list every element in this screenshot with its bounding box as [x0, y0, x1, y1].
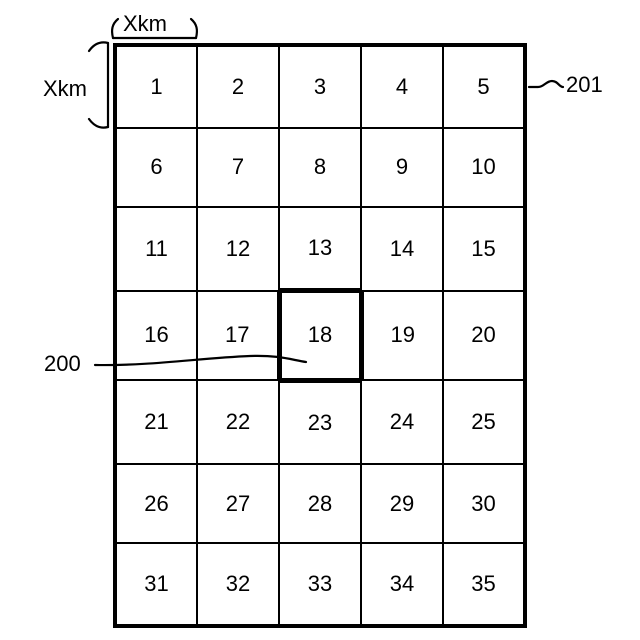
grid-cell-31[interactable]: 31	[114, 542, 198, 627]
grid-cell-20[interactable]: 20	[442, 289, 526, 382]
grid-cell-18-highlighted[interactable]: 18	[276, 288, 364, 383]
grid-cell-1[interactable]: 1	[114, 44, 198, 129]
grid-cell-label: 31	[144, 571, 169, 597]
grid-cell-14[interactable]: 14	[360, 205, 444, 292]
grid-cell-label: 35	[471, 571, 496, 597]
table-row: 21 22 23 24 25	[114, 379, 526, 466]
grid-cell-label: 21	[144, 409, 169, 435]
dimension-label-horizontal: Xkm	[123, 11, 167, 36]
reference-numeral-201: 201	[566, 72, 603, 97]
table-row: 11 12 13 14 15	[114, 205, 526, 292]
dimension-brace-horizontal-hook-right	[189, 17, 199, 40]
grid-cell-30[interactable]: 30	[442, 463, 526, 545]
grid-cell-13[interactable]: 13	[278, 205, 362, 292]
table-row: 26 27 28 29 30	[114, 463, 526, 545]
grid-cell-17[interactable]: 17	[196, 289, 280, 382]
dimension-brace-horizontal-hook-left	[110, 17, 120, 40]
grid-cell-11[interactable]: 11	[114, 205, 198, 292]
dimension-brace-vertical-hook-top	[87, 41, 110, 53]
grid-cell-label: 34	[389, 571, 415, 597]
grid-cell-19[interactable]: 19	[360, 289, 444, 382]
grid-cell-label: 11	[145, 235, 168, 261]
grid-cell-label: 25	[471, 409, 496, 435]
grid-cell-label: 16	[144, 322, 169, 348]
grid-cell-label: 33	[307, 571, 333, 597]
table-row: 1 2 3 4 5	[114, 44, 526, 129]
grid-body: 1 2 3 4 5 6 7 8 9 10 11 12 13 14 15 16	[114, 44, 526, 627]
grid-cell-label: 24	[389, 409, 415, 435]
grid-cell-label: 29	[389, 490, 415, 516]
leader-line-201	[527, 79, 565, 89]
grid-cell-24[interactable]: 24	[360, 379, 444, 466]
dimension-label-vertical: Xkm	[43, 76, 87, 101]
grid-cell-label: 14	[389, 235, 415, 261]
table-row: 6 7 8 9 10	[114, 126, 526, 208]
grid-cell-label: 32	[225, 571, 251, 597]
grid-cell-8[interactable]: 8	[278, 126, 362, 208]
grid-cell-label: 17	[225, 322, 250, 348]
grid-cell-16[interactable]: 16	[114, 289, 198, 382]
grid-cell-label: 30	[471, 490, 496, 516]
grid-cell-label: 19	[390, 322, 415, 348]
grid-cell-label: 23	[307, 409, 333, 435]
grid-cell-29[interactable]: 29	[360, 463, 444, 545]
table-row: 31 32 33 34 35	[114, 542, 526, 627]
grid-cell-3[interactable]: 3	[278, 44, 362, 129]
grid-cell-label: 15	[471, 235, 496, 261]
grid-cell-label: 18	[307, 322, 333, 348]
grid-cell-label: 9	[395, 154, 409, 180]
grid-cell-6[interactable]: 6	[114, 126, 198, 208]
table-row: 16 17 18 19 20	[114, 288, 526, 383]
grid-cell-label: 6	[150, 154, 163, 180]
grid-cell-32[interactable]: 32	[196, 542, 280, 627]
grid-cell-26[interactable]: 26	[114, 463, 198, 545]
grid-cell-25[interactable]: 25	[442, 379, 526, 466]
grid-cell-33[interactable]: 33	[278, 542, 362, 627]
grid-cell-label: 4	[395, 73, 409, 99]
grid-cell-label: 12	[225, 235, 251, 261]
grid-cell-label: 26	[144, 490, 169, 516]
grid-cell-label: 28	[307, 490, 333, 516]
grid-cell-2[interactable]: 2	[196, 44, 280, 129]
grid-cell-9[interactable]: 9	[360, 126, 444, 208]
grid-cell-22[interactable]: 22	[196, 379, 280, 466]
grid-cell-label: 5	[477, 73, 490, 99]
reference-numeral-200: 200	[44, 351, 81, 376]
dimension-brace-vertical-hook-bottom	[87, 117, 110, 129]
grid-cell-label: 1	[150, 73, 163, 99]
grid-cell-21[interactable]: 21	[114, 379, 198, 466]
grid-cell-12[interactable]: 12	[196, 205, 280, 292]
grid-cell-label: 27	[225, 490, 251, 516]
grid-cell-label: 13	[307, 235, 333, 261]
grid-cell-label: 2	[231, 73, 245, 99]
grid-cell-15[interactable]: 15	[442, 205, 526, 292]
grid-cell-34[interactable]: 34	[360, 542, 444, 627]
mesh-grid: 1 2 3 4 5 6 7 8 9 10 11 12 13 14 15 16	[113, 43, 527, 628]
grid-cell-10[interactable]: 10	[442, 126, 526, 208]
grid-cell-label: 7	[231, 154, 245, 180]
grid-cell-label: 22	[225, 409, 251, 435]
grid-cell-23[interactable]: 23	[278, 379, 362, 466]
grid-cell-7[interactable]: 7	[196, 126, 280, 208]
grid-cell-label: 8	[313, 154, 327, 180]
grid-cell-label: 10	[471, 154, 496, 180]
grid-cell-4[interactable]: 4	[360, 44, 444, 129]
grid-cell-label: 3	[313, 73, 327, 99]
grid-cell-5[interactable]: 5	[442, 44, 526, 129]
grid-cell-27[interactable]: 27	[196, 463, 280, 545]
grid-cell-28[interactable]: 28	[278, 463, 362, 545]
grid-cell-35[interactable]: 35	[442, 542, 526, 627]
grid-cell-label: 20	[471, 322, 496, 348]
